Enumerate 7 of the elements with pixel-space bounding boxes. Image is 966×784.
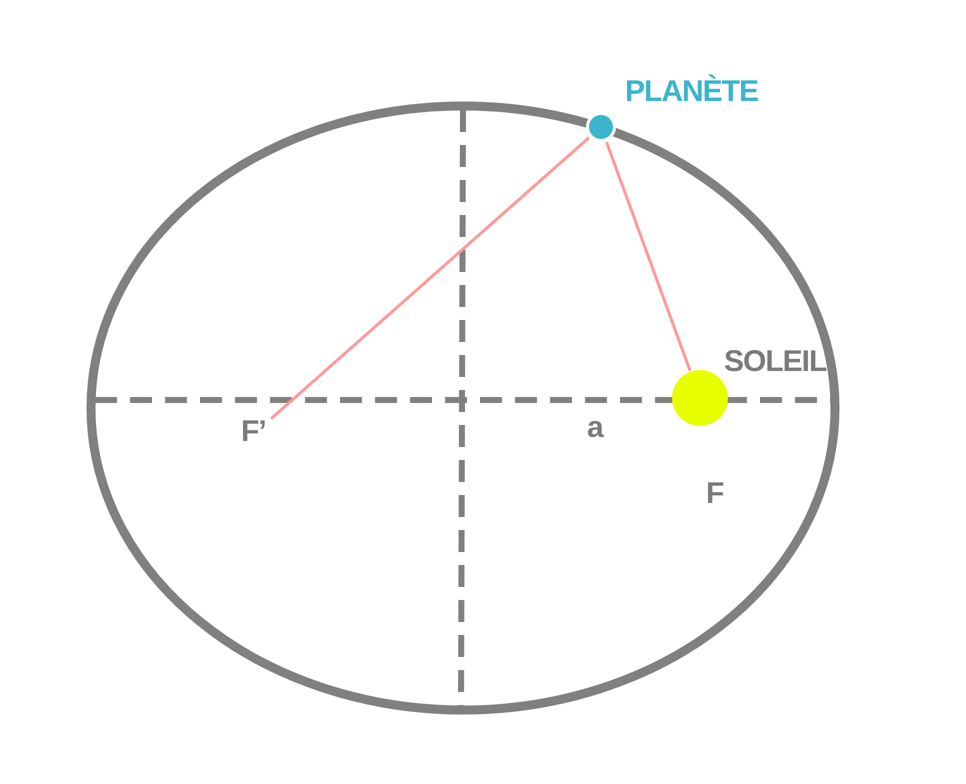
sun-label: SOLEIL: [724, 346, 826, 378]
focus-label: F’: [241, 416, 266, 448]
connector-line: [605, 142, 692, 372]
connector-line: [270, 136, 590, 420]
axis-label: a: [587, 412, 603, 444]
planet-label: PLANÈTE: [625, 76, 758, 108]
focus-label: F: [706, 478, 724, 510]
